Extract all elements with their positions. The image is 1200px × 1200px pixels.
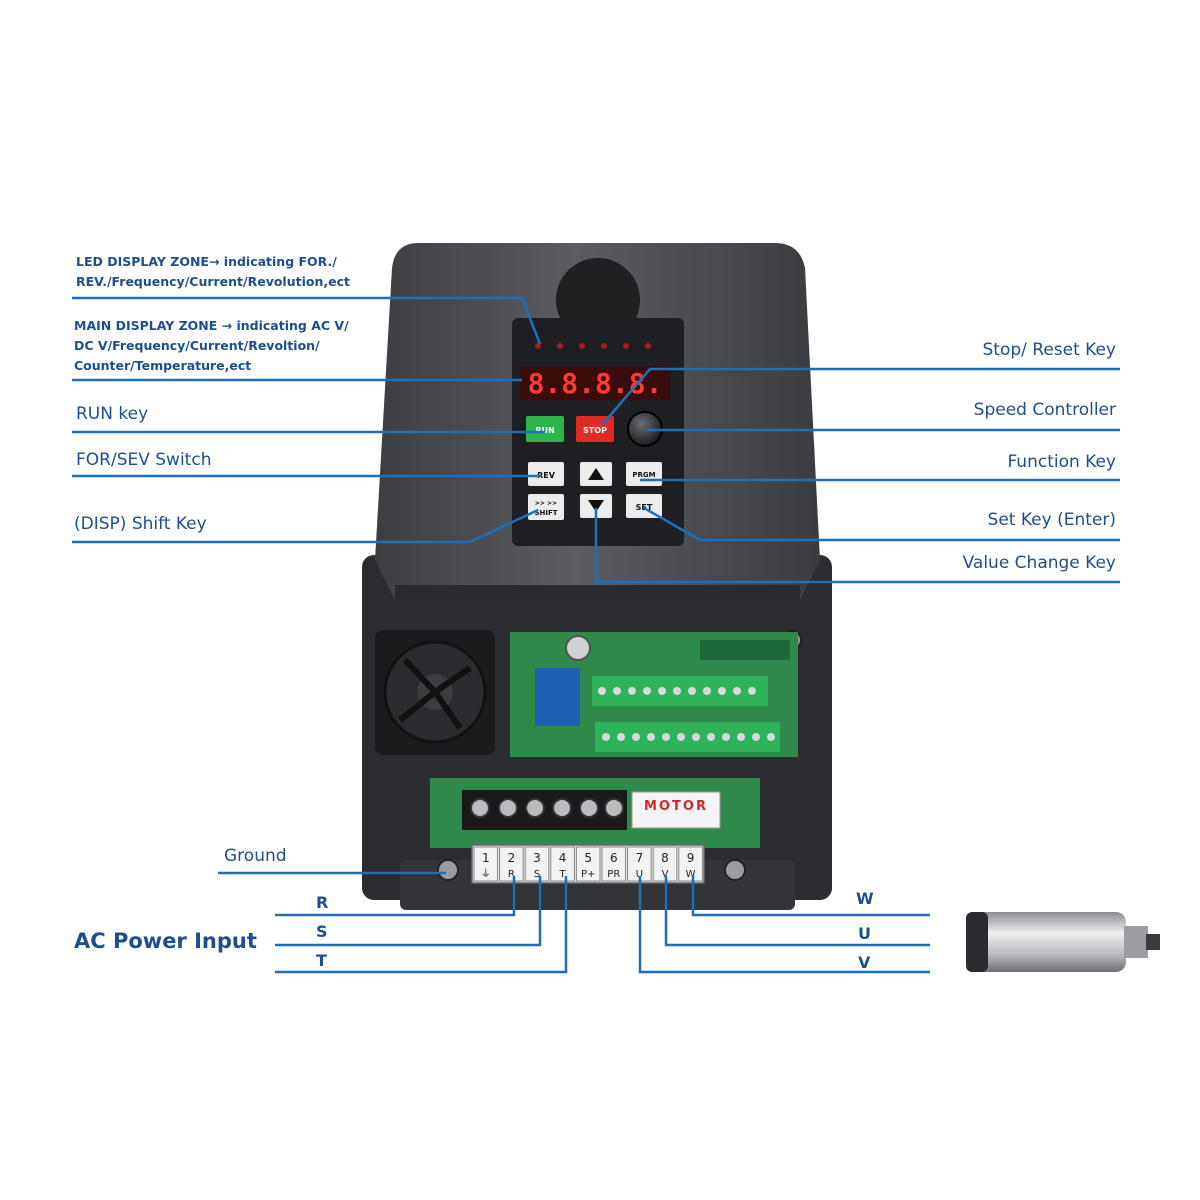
arrow-down-icon (588, 500, 604, 512)
terminal-mark: U (636, 869, 643, 880)
terminal-mark: S (534, 869, 540, 880)
disp-shift-key-label: (DISP) Shift Key (74, 514, 207, 534)
run-button-label: RUN (535, 426, 554, 435)
capacitor (565, 635, 591, 661)
terminal-block: 1 ⏚ 2R 3S 4T 5P+ 6PR 7U 8V 9W (471, 844, 705, 884)
callout-w (691, 876, 930, 917)
terminal-cell (473, 846, 499, 882)
shift-button-line2: SHIFT (534, 509, 557, 517)
screw-icon (437, 859, 459, 881)
terminal-cell (550, 846, 575, 882)
prgm-button-label: PRGM (632, 471, 655, 479)
phase-v-label: V (858, 953, 871, 972)
terminal-mark: T (559, 869, 567, 880)
callout-value-change (594, 508, 1120, 584)
terminal-cell (601, 846, 627, 882)
callout-stop-key (601, 367, 1120, 426)
spindle-motor (966, 912, 1160, 972)
terminal-cell (575, 846, 601, 882)
rev-button[interactable]: REV (528, 462, 564, 486)
callout-led-zone (72, 296, 542, 345)
main-zone-label-line2: DC V/Frequency/Current/Revoltion/ (74, 338, 320, 353)
phase-w-label: W (856, 889, 874, 908)
led-zone-label-line2: REV./Frequency/Current/Revolution,ect (76, 274, 350, 289)
for-sev-switch-label: FOR/SEV Switch (76, 450, 212, 470)
phase-t-label: T (316, 951, 327, 970)
main-zone-label-line3: Counter/Temperature,ect (74, 358, 252, 373)
phase-u-label: U (858, 924, 871, 943)
power-board: MOTOR (430, 778, 760, 848)
screw-icon (724, 859, 746, 881)
terminal-mark: V (662, 869, 669, 880)
led-zone-label-line1: LED DISPLAY ZONE→ indicating FOR./ (76, 254, 337, 269)
callout-s (275, 876, 542, 947)
terminal-cell (499, 846, 524, 882)
stop-button-label: STOP (583, 426, 607, 435)
up-button[interactable] (580, 462, 612, 486)
terminal-mark: PR (607, 869, 620, 880)
cooling-fan (375, 630, 495, 755)
run-key-label: RUN key (76, 404, 149, 424)
phase-s-label: S (316, 922, 328, 941)
callout-u (664, 876, 930, 947)
callout-lines (72, 296, 1120, 974)
terminal-number: 2 (508, 851, 516, 865)
rev-button-label: REV (537, 471, 556, 480)
terminal-number: 7 (636, 851, 644, 865)
function-key-label: Function Key (1007, 452, 1116, 472)
callout-r (275, 876, 516, 917)
motor-plate (631, 791, 721, 829)
set-key-label: Set Key (Enter) (987, 510, 1116, 530)
terminal-number: 9 (687, 851, 695, 865)
down-button[interactable] (580, 494, 612, 518)
terminal-mark: W (686, 869, 696, 880)
terminal-strip-bottom (595, 722, 780, 752)
arrow-up-icon (588, 468, 604, 480)
terminal-number: 4 (559, 851, 567, 865)
shift-button-line1: >> >> (535, 500, 557, 507)
shift-button[interactable]: >> >> SHIFT (528, 494, 564, 520)
ground-label: Ground (224, 846, 287, 866)
callout-shift-key (72, 508, 539, 544)
callout-v (638, 876, 930, 974)
terminal-number: 5 (584, 851, 592, 865)
terminal-number: 6 (610, 851, 618, 865)
value-change-key-label: Value Change Key (962, 553, 1116, 573)
terminal-number: 8 (661, 851, 669, 865)
terminal-number: 3 (533, 851, 541, 865)
display-digits: 8.8.8.8. (528, 367, 663, 400)
callout-set-key (643, 506, 1120, 542)
terminal-cell (678, 846, 703, 882)
prgm-button[interactable]: PRGM (626, 462, 662, 486)
phase-r-label: R (316, 893, 329, 912)
callout-t (275, 876, 568, 974)
run-button[interactable]: RUN (526, 416, 564, 442)
main-display (520, 366, 670, 400)
motor-plate-text: MOTOR (644, 799, 708, 814)
stop-button[interactable]: STOP (576, 416, 614, 442)
terminal-mark: ⏚ (481, 868, 491, 880)
control-pcb (510, 632, 798, 757)
terminal-number: 1 (482, 851, 490, 865)
terminal-mark: P+ (581, 869, 595, 880)
set-button-label: SET (636, 503, 653, 512)
ac-power-input-label: AC Power Input (74, 929, 257, 953)
main-zone-label-line1: MAIN DISPLAY ZONE → indicating AC V/ (74, 318, 349, 333)
terminal-mark: R (508, 869, 515, 880)
speed-controller-label: Speed Controller (973, 400, 1116, 420)
relay (535, 668, 580, 726)
terminal-cell (524, 846, 550, 882)
stop-reset-key-label: Stop/ Reset Key (982, 340, 1117, 360)
